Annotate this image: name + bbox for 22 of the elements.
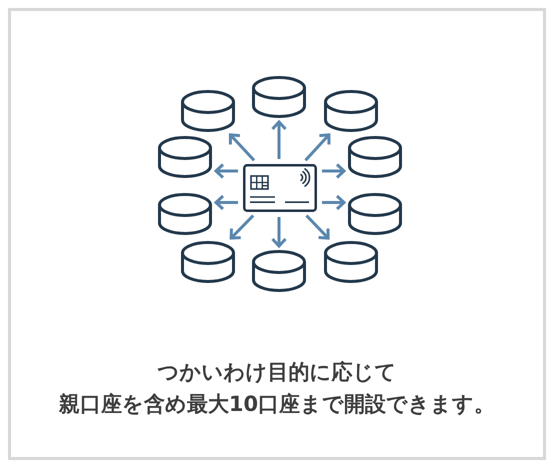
cylinder-icon bbox=[252, 250, 306, 292]
arrow bbox=[322, 194, 346, 210]
arrow bbox=[322, 163, 346, 179]
arrow bbox=[228, 133, 256, 162]
arrow bbox=[271, 120, 287, 159]
cylinder-icon bbox=[158, 136, 212, 178]
cylinder-icon bbox=[348, 136, 402, 178]
arrow bbox=[214, 163, 238, 179]
cylinder-icon bbox=[324, 241, 378, 283]
cylinder-icon bbox=[324, 90, 378, 132]
caption: つかいわけ目的に応じて親口座を含め最大10口座まで開設できます。 bbox=[58, 359, 496, 418]
arrow bbox=[305, 214, 330, 240]
cylinder-icon bbox=[158, 193, 212, 235]
arrow bbox=[304, 133, 330, 162]
cylinder-icon bbox=[252, 76, 306, 118]
cylinder-icon bbox=[181, 241, 235, 283]
arrow bbox=[271, 217, 287, 248]
arrow bbox=[230, 214, 254, 240]
card-icon bbox=[243, 164, 317, 212]
cylinder-icon bbox=[348, 193, 402, 235]
cylinder-icon bbox=[181, 90, 235, 132]
arrow bbox=[214, 194, 238, 210]
